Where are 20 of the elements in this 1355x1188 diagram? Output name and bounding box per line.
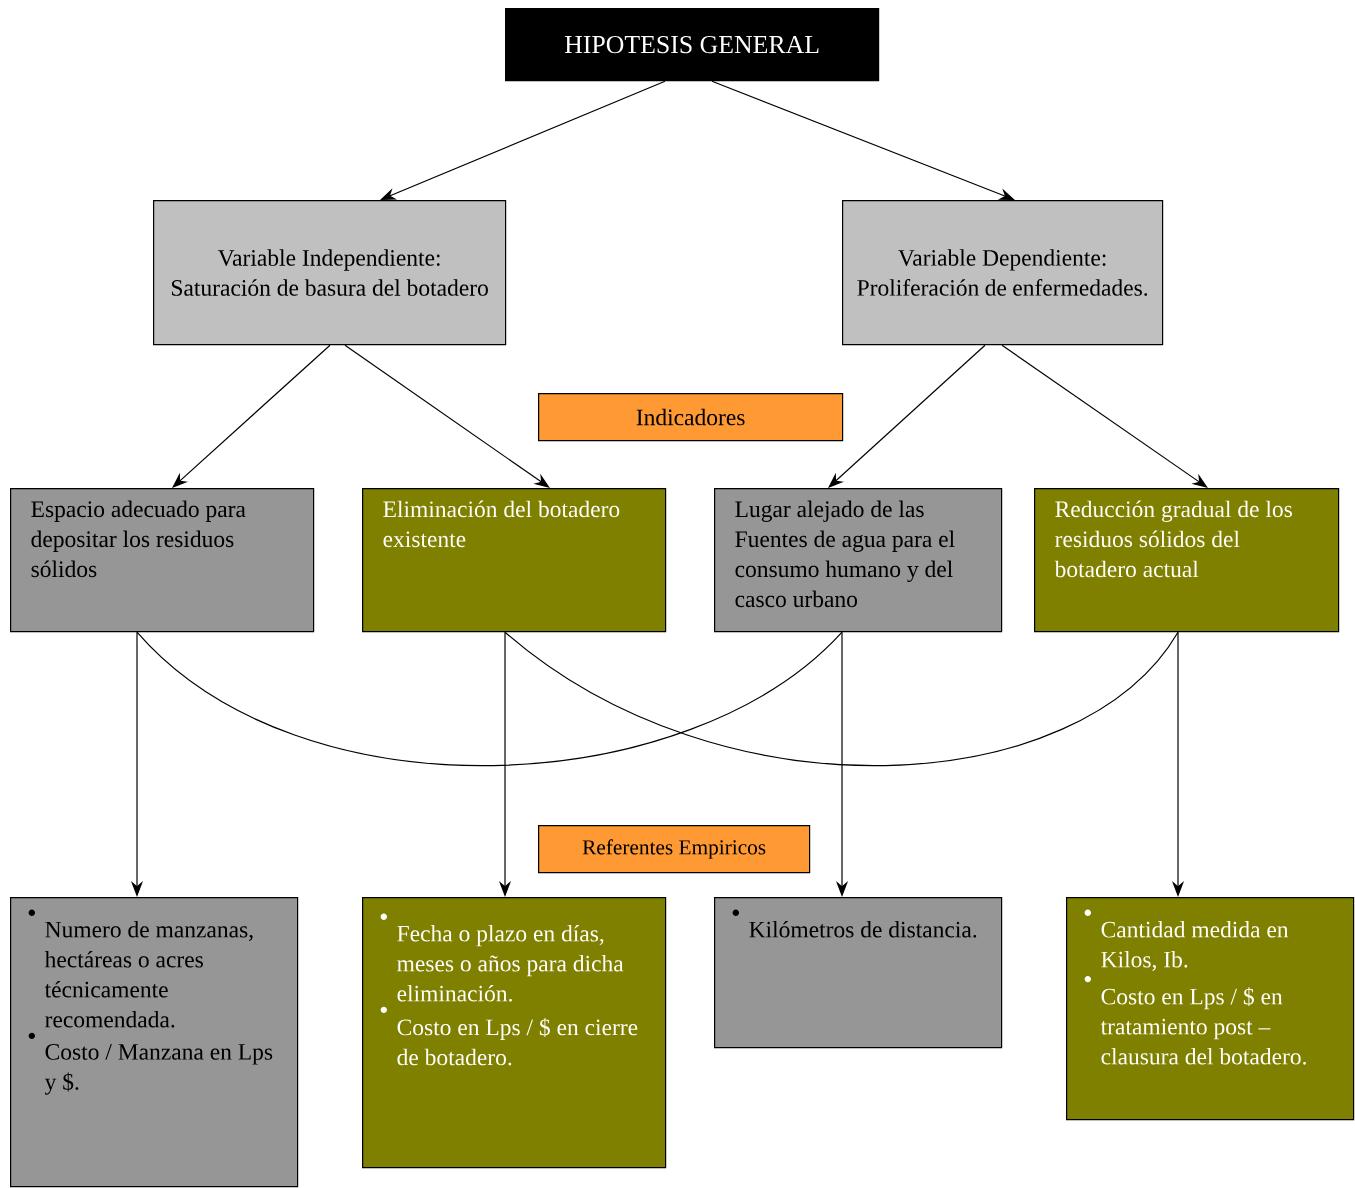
arrow (172, 344, 331, 488)
indicator-box: Reducción gradual de los residuos sólidos del botadero actual (1034, 488, 1340, 633)
variable-box: Variable Dependiente: Proliferación de enfermedades. (842, 200, 1164, 346)
connector-curve (504, 631, 1179, 767)
indicator-box: Eliminación del botadero existente (362, 488, 667, 633)
indicator-box: Lugar alejado de las Fuentes de agua para el consumo humano y del casco urbano (714, 488, 1003, 633)
referent-box: Numero de manzanas, hectáreas o acres técnicamente recomendada. Costo / Manzana en Lps y $. (10, 897, 299, 1188)
referent-box: Fecha o plazo en días, meses o años para dicha eliminación. Costo en Lps / $ en cierre de botadero. (362, 897, 667, 1169)
arrow (1001, 344, 1208, 488)
variable-box: Variable Independiente: Saturación de basura del botadero (153, 200, 507, 346)
arrow (828, 344, 986, 488)
indicator-box: Espacio adecuado para depositar los residuos sólidos (10, 488, 315, 633)
referent-box: Kilómetros de distancia. (714, 897, 1003, 1049)
arrow (344, 344, 550, 488)
arrow (380, 80, 666, 200)
connector-curve (136, 631, 843, 767)
section-heading-box: Indicadores (538, 393, 844, 442)
section-heading-box: Referentes Empiricos (538, 825, 811, 874)
title-box: HIPOTESIS GENERAL (505, 8, 880, 82)
referent-box: Cantidad medida en Kilos, Ib. Costo en Lps / $ en tratamiento post – clausura del botadero. (1066, 897, 1355, 1121)
